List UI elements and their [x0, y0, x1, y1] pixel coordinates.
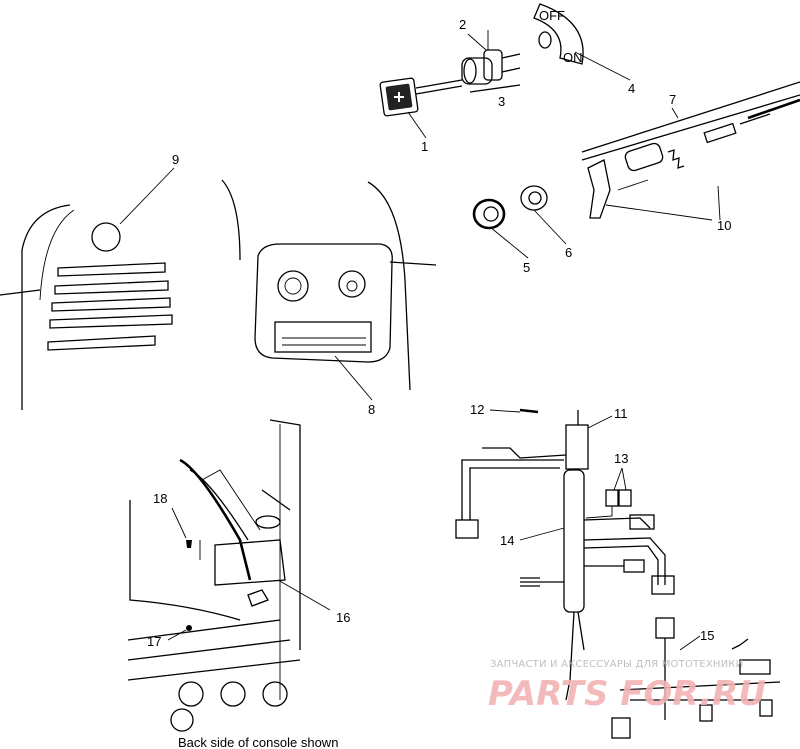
- console-back: [127, 419, 301, 732]
- callout-18: 18: [153, 491, 167, 506]
- console-front: [0, 179, 437, 410]
- callout-8: 8: [368, 402, 375, 417]
- callout-5: 5: [523, 260, 530, 275]
- callout-3: 3: [498, 94, 505, 109]
- key-switch-part: [461, 30, 521, 85]
- small-washer-part: [538, 31, 552, 49]
- callout-10: 10: [717, 218, 731, 233]
- watermark: ЗАПЧАСТИ И АКСЕССУАРЫ ДЛЯ МОТОТЕХНИКИ PA…: [488, 659, 766, 714]
- button-bezel-part: [379, 77, 463, 117]
- washer-part: [520, 185, 548, 211]
- callout-13: 13: [614, 451, 628, 466]
- terminal-part: [519, 408, 539, 414]
- choke-cable-part: [581, 81, 800, 219]
- decal-off-text: OFF: [539, 8, 565, 23]
- callout-16: 16: [336, 610, 350, 625]
- wiring-harness: [455, 410, 781, 739]
- decal-on-text: ON: [563, 50, 583, 65]
- callout-17: 17: [147, 634, 161, 649]
- callout-3-bracket: [469, 84, 521, 93]
- leader-lines: [119, 33, 721, 651]
- watermark-tagline: ЗАПЧАСТИ И АКСЕССУАРЫ ДЛЯ МОТОТЕХНИКИ: [490, 659, 743, 670]
- watermark-logo: PARTS FOR.RU: [488, 674, 766, 714]
- callout-14: 14: [500, 533, 514, 548]
- callout-1: 1: [421, 139, 428, 154]
- callout-4: 4: [628, 81, 635, 96]
- callout-15: 15: [700, 628, 714, 643]
- callout-9: 9: [172, 152, 179, 167]
- diagram-caption: Back side of console shown: [178, 735, 338, 749]
- callout-6: 6: [565, 245, 572, 260]
- nut-part: [472, 198, 506, 230]
- callout-7: 7: [669, 92, 676, 107]
- callout-labels: 1 2 3 4 5 6 7 8 9 10 11 12 13 14 15 16 1…: [147, 17, 731, 649]
- callout-12: 12: [470, 402, 484, 417]
- callout-11: 11: [614, 406, 628, 421]
- callout-2: 2: [459, 17, 466, 32]
